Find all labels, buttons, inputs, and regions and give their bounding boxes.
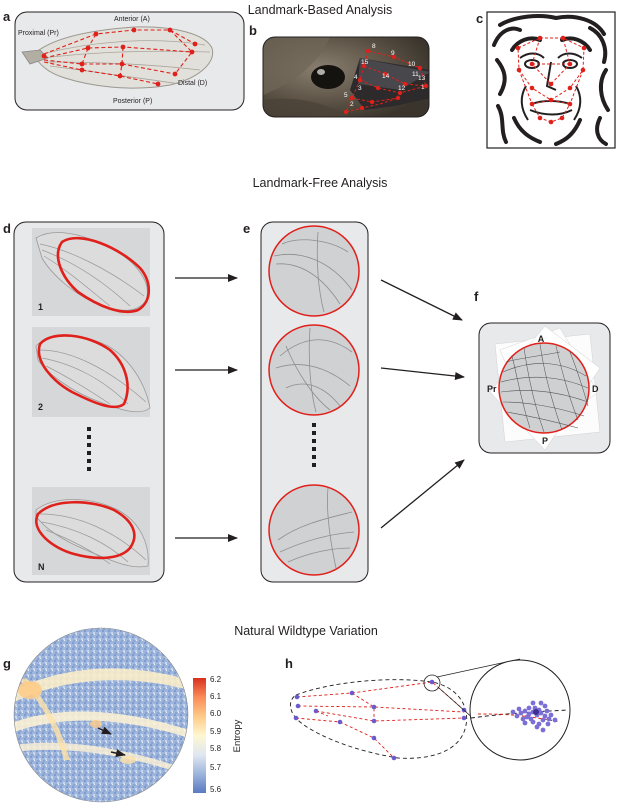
wing-sample-1: 1: [32, 228, 151, 316]
svg-text:3: 3: [358, 85, 362, 92]
landmark-lines-c: [517, 37, 585, 123]
colorbar-title: Entropy: [232, 719, 243, 752]
panel-e: e: [243, 221, 369, 583]
aligned-veins: [500, 343, 589, 433]
colorbar-ticks: 6.2 6.1 6.0 5.9 5.8 5.7 5.6: [210, 675, 222, 794]
panel-g: g 6.2 6.1 6.0 5.9 5.8 5.7 5.6 Entropy: [3, 627, 243, 803]
panel-b: b 8 9 10 1: [249, 23, 430, 118]
label-proximal: Proximal (Pr): [18, 30, 59, 37]
zoom-source-circle: [423, 674, 441, 692]
face-drawing: [492, 14, 610, 146]
wing-sample-n-label: N: [38, 562, 45, 572]
axis-label-a: A: [538, 334, 545, 344]
panel-letter-g: g: [3, 656, 11, 671]
panel-letter-c: c: [476, 11, 483, 26]
svg-text:6.2: 6.2: [210, 675, 222, 684]
label-distal: Distal (D): [178, 80, 207, 87]
svg-text:10: 10: [408, 61, 416, 68]
panel-letter-b: b: [249, 23, 257, 38]
mean-landmark-lines: [295, 681, 465, 759]
svg-text:5.7: 5.7: [210, 763, 222, 772]
svg-text:6.0: 6.0: [210, 709, 222, 718]
disk-2: [268, 324, 360, 416]
wing-sample-2-label: 2: [38, 402, 43, 412]
landmark-points-b: [343, 48, 429, 115]
ellipsis-d: [87, 427, 91, 471]
panel-d: d 1 2: [3, 221, 165, 583]
label-anterior: Anterior (A): [114, 16, 150, 23]
entropy-disk: [14, 628, 188, 802]
disk-1: [268, 225, 360, 317]
panel-b-frame: [262, 36, 430, 118]
svg-text:11: 11: [412, 71, 419, 78]
panel-letter-d: d: [3, 221, 11, 236]
svg-text:6.1: 6.1: [210, 692, 222, 701]
landmark-lines-b: [345, 50, 427, 113]
ellipsis-e: [312, 423, 316, 467]
zoom-contents: [470, 700, 569, 733]
arrows-d-to-e: [175, 274, 238, 542]
svg-text:1: 1: [421, 84, 425, 91]
panel-c-frame: [486, 11, 616, 149]
svg-text:4: 4: [354, 74, 358, 81]
svg-text:12: 12: [398, 85, 406, 92]
svg-text:5.6: 5.6: [210, 785, 222, 794]
arrows-e-to-f: [380, 279, 465, 529]
mean-landmark-points: [293, 679, 467, 761]
bird-eye: [311, 65, 345, 89]
svg-text:5.9: 5.9: [210, 727, 222, 736]
svg-text:5.8: 5.8: [210, 744, 222, 753]
svg-text:2: 2: [350, 101, 354, 108]
svg-text:13: 13: [418, 75, 426, 82]
title-natural-variation: Natural Wildtype Variation: [234, 624, 378, 638]
entropy-colorbar: [193, 678, 206, 793]
panel-f: f A P Pr D: [474, 289, 611, 454]
landmark-points-a: [41, 27, 198, 87]
bird-landmark-numbers: 8 9 10 11 15 14 12 13 1 2 3 4 5: [344, 43, 426, 108]
wing-sample-n: N: [32, 487, 150, 575]
svg-text:15: 15: [361, 59, 369, 66]
entropy-arrows: [97, 726, 126, 758]
panel-letter-e: e: [243, 221, 250, 236]
svg-text:5: 5: [344, 92, 348, 99]
landmark-points-c: [515, 35, 587, 125]
svg-text:9: 9: [391, 50, 395, 57]
axis-label-p: P: [542, 436, 548, 446]
panel-letter-f: f: [474, 289, 479, 304]
label-posterior: Posterior (P): [113, 98, 152, 105]
wing-sample-2: 2: [32, 327, 151, 417]
wing-hinge: [21, 49, 49, 65]
svg-text:8: 8: [372, 43, 376, 50]
panel-h: h: [285, 656, 571, 761]
panel-c: c: [476, 11, 616, 149]
panel-letter-h: h: [285, 656, 293, 671]
axis-label-d: D: [592, 384, 599, 394]
disk-n: [268, 484, 360, 576]
mean-wing-outline: [290, 679, 468, 759]
title-landmark-free: Landmark-Free Analysis: [253, 176, 388, 190]
axis-label-pr: Pr: [487, 384, 497, 394]
panel-a: a Anterior (A) Proximal (Pr): [3, 9, 245, 111]
panel-letter-a: a: [3, 9, 11, 24]
title-landmark-based: Landmark-Based Analysis: [248, 3, 393, 17]
wing-sample-1-label: 1: [38, 302, 43, 312]
svg-text:14: 14: [382, 73, 390, 80]
